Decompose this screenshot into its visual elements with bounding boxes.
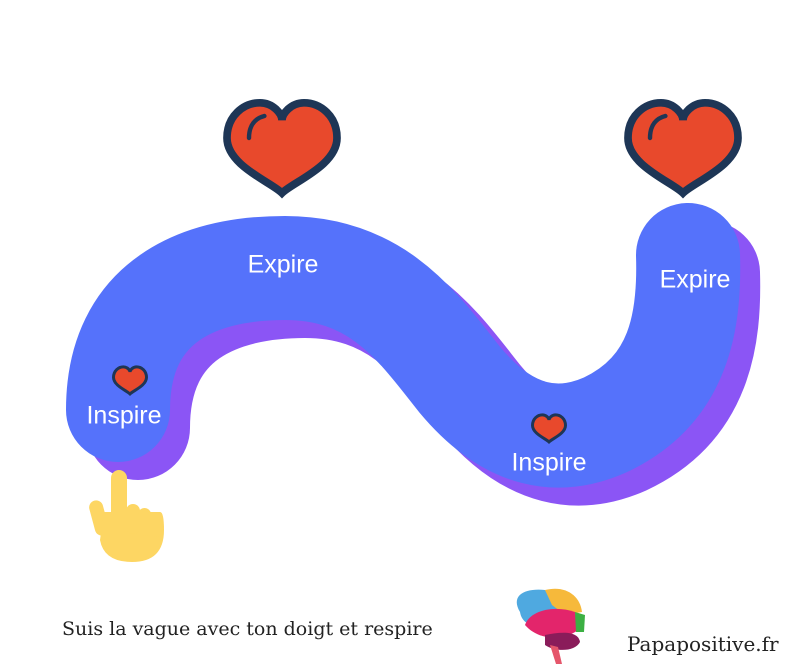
wave-path [66, 203, 741, 488]
label-expire-left: Expire [247, 250, 319, 279]
big-heart-icon-left [227, 103, 337, 193]
brain-icon [516, 588, 585, 664]
big-heart-icon-right [628, 103, 738, 193]
label-inspire-left: Inspire [86, 401, 162, 430]
pointing-hand-icon [89, 470, 164, 562]
label-expire-right: Expire [659, 265, 731, 294]
site-name: Papapositive.fr [627, 632, 779, 656]
label-inspire-right: Inspire [511, 448, 587, 477]
instruction-caption: Suis la vague avec ton doigt et respire [62, 618, 433, 640]
